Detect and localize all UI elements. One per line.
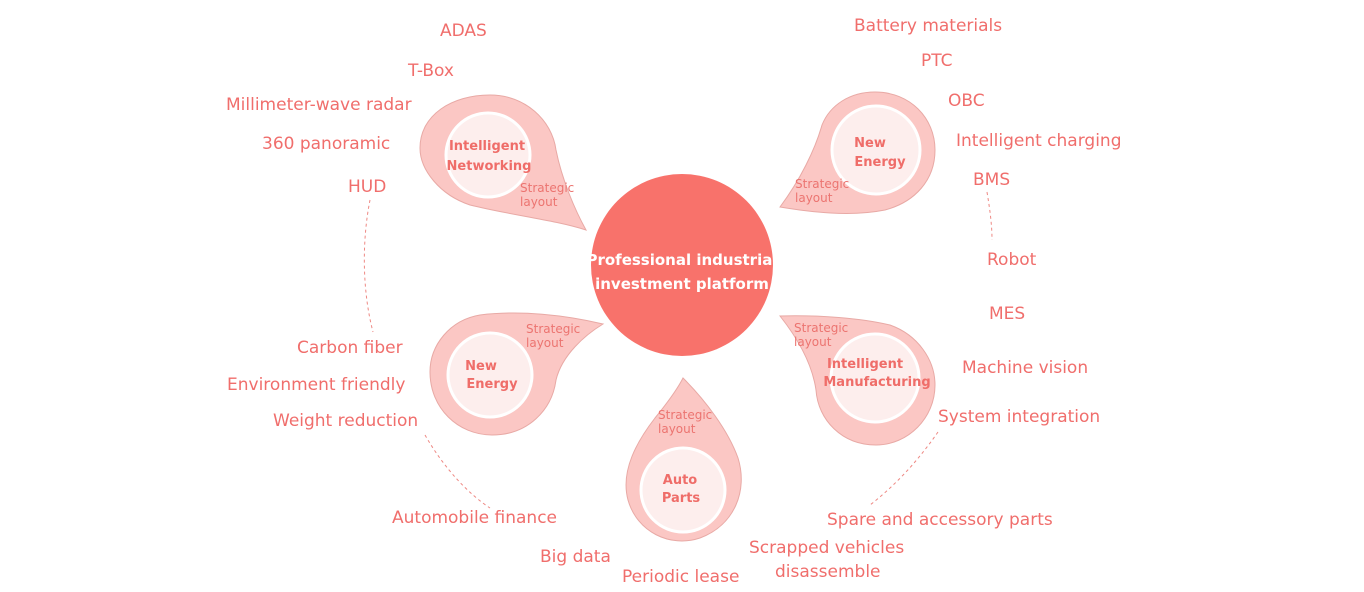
label-mes: MES bbox=[989, 304, 1025, 324]
node-manufacturing-title-1: Intelligent bbox=[827, 357, 903, 372]
label-scrapped-2: disassemble bbox=[775, 562, 881, 582]
center-title-2: investment platform bbox=[595, 275, 769, 293]
label-tbox: T-Box bbox=[407, 61, 454, 81]
node-energy-left-sub-2: layout bbox=[526, 336, 564, 350]
label-robot: Robot bbox=[987, 250, 1037, 270]
node-networking-title-2: Networking bbox=[447, 159, 532, 174]
node-new-energy-left: New Energy Strategic layout bbox=[429, 312, 605, 436]
node-manufacturing-title-2: Manufacturing bbox=[823, 375, 930, 390]
label-bigdata: Big data bbox=[540, 547, 611, 567]
label-vision: Machine vision bbox=[962, 358, 1088, 378]
label-bms: BMS bbox=[973, 170, 1010, 190]
node-auto-parts-sub-1: Strategic bbox=[658, 408, 712, 422]
label-spare: Spare and accessory parts bbox=[827, 510, 1053, 530]
label-charging: Intelligent charging bbox=[956, 131, 1121, 151]
node-energy-left-title-1: New bbox=[465, 359, 497, 374]
node-manufacturing-sub-2: layout bbox=[794, 335, 832, 349]
node-intelligent-manufacturing: Intelligent Manufacturing Strategic layo… bbox=[778, 315, 936, 446]
node-energy-left-title-2: Energy bbox=[466, 377, 518, 392]
label-lease: Periodic lease bbox=[622, 567, 739, 587]
connector-integration-spare bbox=[869, 431, 939, 506]
label-carbon: Carbon fiber bbox=[297, 338, 403, 358]
connector-weight-finance bbox=[424, 434, 491, 509]
label-hud: HUD bbox=[348, 177, 386, 197]
label-panoramic: 360 panoramic bbox=[262, 134, 390, 154]
node-energy-top-sub-2: layout bbox=[795, 191, 833, 205]
node-energy-left-sub-1: Strategic bbox=[526, 322, 580, 336]
label-weight: Weight reduction bbox=[273, 411, 418, 431]
label-finance: Automobile finance bbox=[392, 508, 557, 528]
center-circle bbox=[591, 174, 773, 356]
label-integration: System integration bbox=[938, 407, 1100, 427]
label-adas: ADAS bbox=[440, 21, 487, 41]
node-energy-top-sub-1: Strategic bbox=[795, 177, 849, 191]
label-ptc: PTC bbox=[921, 51, 953, 71]
label-battery: Battery materials bbox=[854, 16, 1002, 36]
label-mmwave: Millimeter-wave radar bbox=[226, 95, 412, 115]
center-title-1: Professional industrial bbox=[586, 251, 777, 269]
node-networking-sub-2: layout bbox=[520, 195, 558, 209]
label-scrapped-1: Scrapped vehicles bbox=[749, 538, 904, 558]
node-new-energy-top: New Energy Strategic layout bbox=[779, 91, 936, 214]
node-auto-parts-title-2: Parts bbox=[662, 491, 701, 506]
label-obc: OBC bbox=[948, 91, 985, 111]
node-auto-parts-sub-2: layout bbox=[658, 422, 696, 436]
node-networking-title-1: Intelligent bbox=[449, 139, 525, 154]
node-intelligent-networking: Intelligent Networking Strategic layout bbox=[419, 94, 588, 231]
center-platform: Professional industrial investment platf… bbox=[586, 174, 778, 356]
node-energy-top-title-1: New bbox=[854, 136, 886, 151]
node-auto-parts-title-1: Auto bbox=[663, 473, 698, 488]
label-environment: Environment friendly bbox=[227, 375, 405, 395]
connector-bms-robot bbox=[986, 191, 993, 241]
node-networking-sub-1: Strategic bbox=[520, 181, 574, 195]
connector-hud-carbon bbox=[363, 199, 374, 333]
node-auto-parts: Auto Parts Strategic layout bbox=[625, 377, 742, 542]
node-energy-top-title-2: Energy bbox=[854, 155, 906, 170]
node-manufacturing-sub-1: Strategic bbox=[794, 321, 848, 335]
